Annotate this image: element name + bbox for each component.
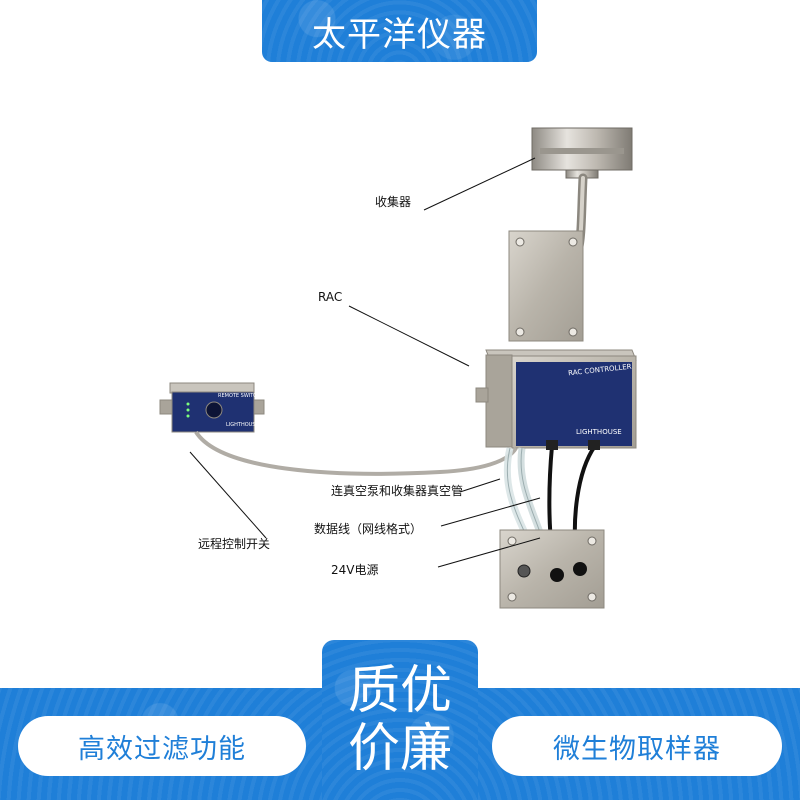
rac-brand-text: LIGHTHOUSE xyxy=(576,428,622,436)
label-vacuum-tube: 连真空泵和收集器真空管 xyxy=(331,484,464,498)
feature-pill-filtration: 高效过滤功能 xyxy=(18,716,306,776)
remote-switch-box xyxy=(159,382,265,433)
remote-switch-text: REMOTE SWITCH xyxy=(218,393,261,399)
label-rac: RAC xyxy=(318,290,343,304)
leader-remote xyxy=(189,451,267,539)
header-title: 太平洋仪器 xyxy=(312,14,487,55)
header-banner: 太平洋仪器 xyxy=(262,0,537,62)
remote-brand-text: LIGHTHOUSE xyxy=(226,422,259,428)
product-drawing xyxy=(159,127,637,609)
leader-data xyxy=(440,497,541,527)
label-collector: 收集器 xyxy=(375,195,412,209)
leader-vacuum xyxy=(459,478,501,493)
leader-rac xyxy=(348,305,470,367)
feature-right-text: 微生物取样器 xyxy=(553,733,721,765)
rac-controller-box xyxy=(475,349,637,449)
label-data-line: 数据线（网线格式） xyxy=(314,522,423,536)
quality-text: 质优 xyxy=(347,661,452,721)
mount-plate-top xyxy=(508,230,584,342)
quality-price-block: 质优 价廉 xyxy=(322,640,478,800)
remote-cable xyxy=(194,430,518,476)
price-text: 价廉 xyxy=(347,719,452,779)
leader-collector xyxy=(423,157,536,211)
collector-head xyxy=(531,127,633,179)
label-power: 24V电源 xyxy=(331,563,379,577)
feature-left-text: 高效过滤功能 xyxy=(78,733,246,765)
feature-pill-sampler: 微生物取样器 xyxy=(492,716,782,776)
leader-power xyxy=(437,537,541,568)
product-illustration: RAC CONTROLLER LIGHTHOUSE REMOTE SWITCH … xyxy=(159,127,637,609)
label-remote-switch: 远程控制开关 xyxy=(198,537,271,551)
